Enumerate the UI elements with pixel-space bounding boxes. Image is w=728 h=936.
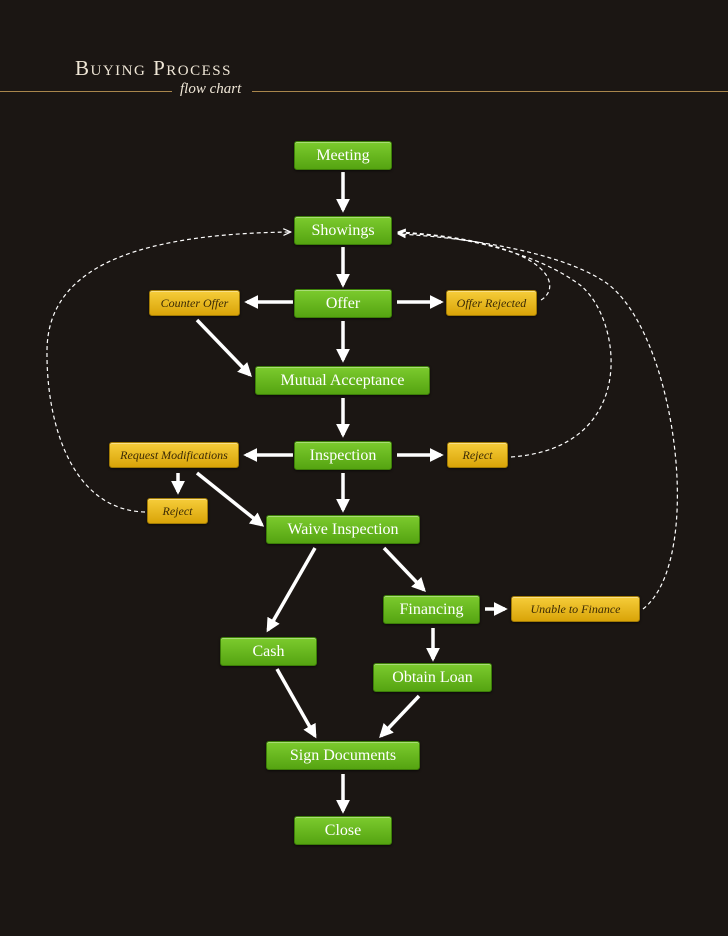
header: Buying Process flow chart (0, 0, 728, 110)
arrow-cash-sign-documents (275, 668, 317, 739)
node-cash: Cash (220, 637, 317, 666)
node-financing: Financing (383, 595, 480, 624)
node-obtain-loan: Obtain Loan (373, 663, 492, 692)
page-title: Buying Process (75, 56, 232, 80)
dashed-offer-rejected-to-showings (399, 232, 551, 301)
page-subtitle: flow chart (180, 81, 242, 97)
node-offer-rejected: Offer Rejected (446, 290, 537, 316)
node-mutual-acceptance: Mutual Acceptance (255, 366, 430, 395)
title-rule-left (0, 91, 172, 92)
dashed-unable-to-finance-to-showings (399, 234, 678, 610)
arrow-counter-offer-mutual-acceptance (195, 318, 252, 378)
node-request-modifications: Request Modifications (109, 442, 239, 468)
node-showings: Showings (294, 216, 392, 245)
node-close: Close (294, 816, 392, 845)
arrow-waive-inspection-financing (382, 546, 426, 593)
arrow-obtain-loan-sign-documents (379, 694, 421, 739)
dashed-reject-modifications-to-showings (46, 232, 290, 513)
node-inspection: Inspection (294, 441, 392, 470)
node-unable-to-finance: Unable to Finance (511, 596, 640, 622)
title-rule-right (252, 91, 728, 92)
node-offer: Offer (294, 289, 392, 318)
node-meeting: Meeting (294, 141, 392, 170)
dashed-reject-to-showings (399, 233, 612, 458)
arrow-request-modifications-waive-inspection (195, 471, 265, 527)
arrow-waive-inspection-cash (266, 547, 317, 633)
node-counter-offer: Counter Offer (149, 290, 240, 316)
node-reject-inspection: Reject (447, 442, 508, 468)
node-sign-documents: Sign Documents (266, 741, 420, 770)
node-waive-inspection: Waive Inspection (266, 515, 420, 544)
node-reject-modifications: Reject (147, 498, 208, 524)
